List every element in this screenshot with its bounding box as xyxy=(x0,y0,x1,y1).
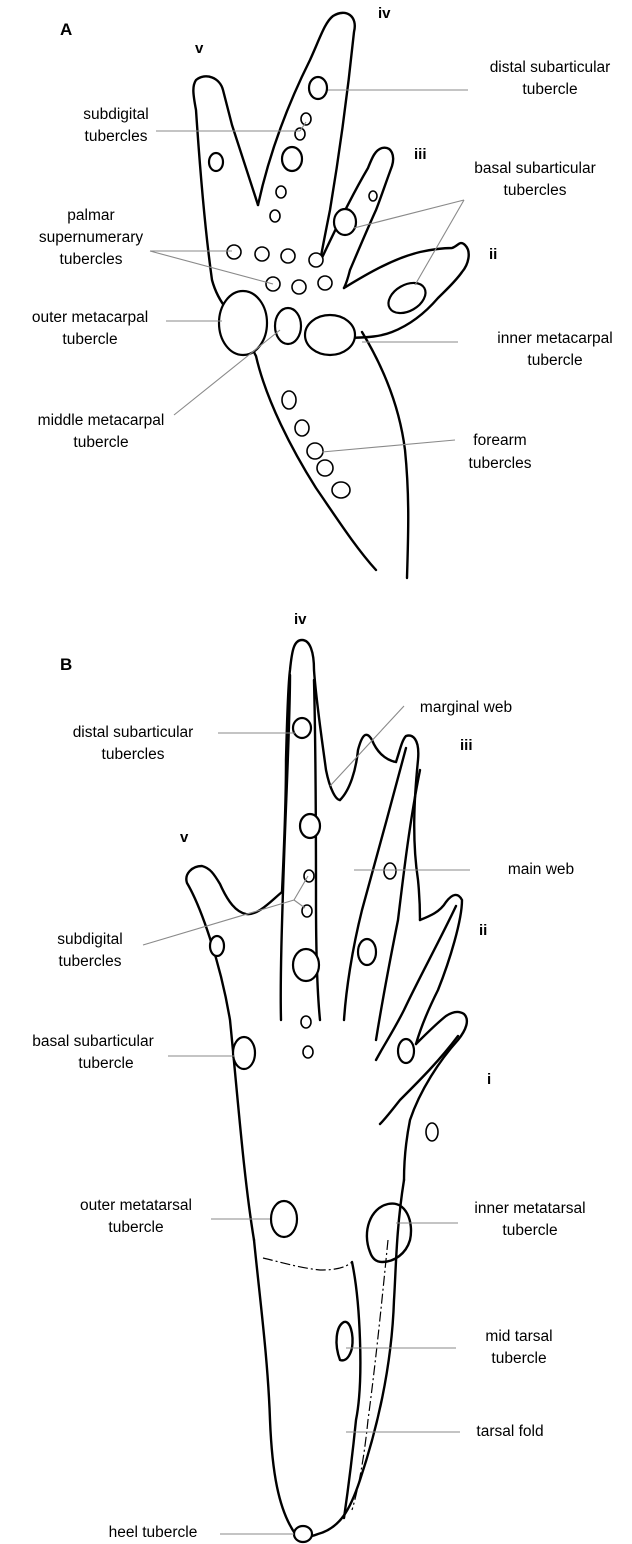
foot-mid-tarsal-tubercle xyxy=(337,1322,353,1361)
label-foot-distal-subarticular-2: tubercles xyxy=(102,746,165,763)
foot-digit-label-v: v xyxy=(180,829,189,846)
label-hand-palmar-2: supernumerary xyxy=(39,229,143,246)
hand-subdigital-tubercle xyxy=(276,186,286,198)
hand-distal-subarticular-tubercle-iii xyxy=(369,191,377,201)
label-hand-distal-subarticular: distal subarticular xyxy=(490,59,611,76)
hand-distal-subarticular-tubercle-iv xyxy=(309,77,327,99)
hand-subdigital-tubercle xyxy=(270,210,280,222)
label-hand-outer-metacarpal-2: tubercle xyxy=(62,331,117,348)
label-hand-basal-subarticular: basal subarticular xyxy=(474,160,595,177)
foot-digit-iii-outline xyxy=(396,736,420,920)
foot-digit-label-ii: ii xyxy=(479,922,487,939)
hand-forearm-tubercle xyxy=(317,460,333,476)
label-foot-basal-subarticular-2: tubercle xyxy=(78,1055,133,1072)
label-foot-outer-metatarsal-2: tubercle xyxy=(108,1219,163,1236)
hand-outer-metacarpal-tubercle xyxy=(219,291,267,355)
foot-distal-subarticular-tubercle-iv-2 xyxy=(300,814,320,838)
foot-basal-subarticular-tubercle-iii xyxy=(358,939,376,965)
foot-metatarsal-fold-line xyxy=(263,1258,352,1270)
label-foot-marginal-web: marginal web xyxy=(420,699,512,716)
label-hand-inner-metacarpal-2: tubercle xyxy=(527,352,582,369)
label-hand-palmar-3: tubercles xyxy=(60,251,123,268)
foot-basal-subarticular-tubercle-iv xyxy=(293,949,319,981)
label-foot-tarsal-fold: tarsal fold xyxy=(476,1423,543,1440)
foot-basal-subarticular-tubercle-ii xyxy=(398,1039,414,1063)
foot-distal-subarticular-tubercle-iii xyxy=(384,863,396,879)
label-hand-basal-subarticular-2: tubercles xyxy=(504,182,567,199)
foot-distal-subarticular-tubercle-v xyxy=(210,936,224,956)
hand-basal-subarticular-tubercle-iv xyxy=(282,147,302,171)
hand-forearm-tubercle xyxy=(282,391,296,409)
foot-subdigital-tubercle xyxy=(301,1016,311,1028)
label-hand-subdigital-2: tubercles xyxy=(85,128,148,145)
hand-palmar-tubercle xyxy=(227,245,241,259)
label-foot-mid-tarsal-2: tubercle xyxy=(491,1350,546,1367)
foot-inner-metatarsal-tubercle xyxy=(367,1204,411,1262)
foot-outer-metatarsal-tubercle xyxy=(271,1201,297,1237)
label-foot-subdigital: subdigital xyxy=(57,931,123,948)
panel-label-a: A xyxy=(60,20,72,39)
foot-subdigital-tubercle xyxy=(303,1046,313,1058)
label-hand-subdigital: subdigital xyxy=(83,106,149,123)
label-hand-palmar: palmar xyxy=(67,207,114,224)
leader-line xyxy=(415,200,464,285)
label-foot-inner-metatarsal-2: tubercle xyxy=(502,1222,557,1239)
label-hand-forearm-2: tubercles xyxy=(469,455,532,472)
hand-middle-metacarpal-tubercle xyxy=(275,308,301,344)
hand-distal-subarticular-tubercle-v xyxy=(209,153,223,171)
foot-tarsus-outer-outline xyxy=(254,1240,296,1535)
label-foot-subdigital-2: tubercles xyxy=(59,953,122,970)
label-hand-inner-metacarpal: inner metacarpal xyxy=(497,330,612,347)
foot-basal-subarticular-tubercle-v xyxy=(233,1037,255,1069)
hand-digit-label-v: v xyxy=(195,40,204,57)
hand-palmar-tubercle xyxy=(292,280,306,294)
hand-palmar-tubercle xyxy=(309,253,323,267)
hand-forearm-tubercle xyxy=(295,420,309,436)
hand-digit-label-iii: iii xyxy=(414,146,427,163)
foot-drawing xyxy=(186,640,467,1542)
label-foot-main-web: main web xyxy=(508,861,574,878)
label-hand-outer-metacarpal: outer metacarpal xyxy=(32,309,148,326)
leader-line xyxy=(354,200,464,228)
label-hand-middle-metacarpal: middle metacarpal xyxy=(38,412,165,429)
hand-digit-label-iv: iv xyxy=(378,5,391,22)
foot-tarsus-inner-outline xyxy=(296,1180,404,1537)
foot-distal-subarticular-tubercle-iv xyxy=(293,718,311,738)
label-foot-distal-subarticular: distal subarticular xyxy=(73,724,194,741)
foot-digit-label-iv: iv xyxy=(294,611,307,628)
label-foot-inner-metatarsal: inner metatarsal xyxy=(474,1200,585,1217)
foot-heel-tubercle xyxy=(294,1526,312,1542)
label-foot-heel-tubercle: heel tubercle xyxy=(109,1524,198,1541)
foot-digit-label-i: i xyxy=(487,1071,491,1088)
foot-digit-label-iii: iii xyxy=(460,737,473,754)
label-foot-outer-metatarsal: outer metatarsal xyxy=(80,1197,192,1214)
foot-tarsal-fold-outline xyxy=(344,1262,360,1518)
leader-line xyxy=(294,900,305,908)
hand-palmar-tubercle xyxy=(318,276,332,290)
hand-forearm-tubercle xyxy=(332,482,350,498)
hand-drawing xyxy=(193,13,468,578)
hand-inner-metacarpal-tubercle xyxy=(305,315,355,355)
label-foot-mid-tarsal: mid tarsal xyxy=(485,1328,552,1345)
hand-digit-label-ii: ii xyxy=(489,246,497,263)
foot-tarsal-fold-dash xyxy=(352,1240,388,1510)
label-hand-distal-subarticular-2: tubercle xyxy=(522,81,577,98)
hand-forearm-inner-outline xyxy=(362,332,408,578)
hand-forearm-tubercle xyxy=(307,443,323,459)
foot-subarticular-tubercle-i xyxy=(426,1123,438,1141)
label-hand-middle-metacarpal-2: tubercle xyxy=(73,434,128,451)
label-foot-basal-subarticular: basal subarticular xyxy=(32,1033,153,1050)
leader-line xyxy=(330,706,404,786)
hand-basal-subarticular-tubercle-iii xyxy=(334,209,356,235)
hand-subdigital-tubercle xyxy=(301,113,311,125)
hand-palmar-tubercle xyxy=(255,247,269,261)
panel-label-b: B xyxy=(60,655,72,674)
hand-subdigital-tubercle xyxy=(295,128,305,140)
leader-line xyxy=(294,876,308,900)
leader-line xyxy=(322,440,455,452)
label-hand-forearm: forearm xyxy=(473,432,526,449)
hand-palmar-tubercle xyxy=(281,249,295,263)
